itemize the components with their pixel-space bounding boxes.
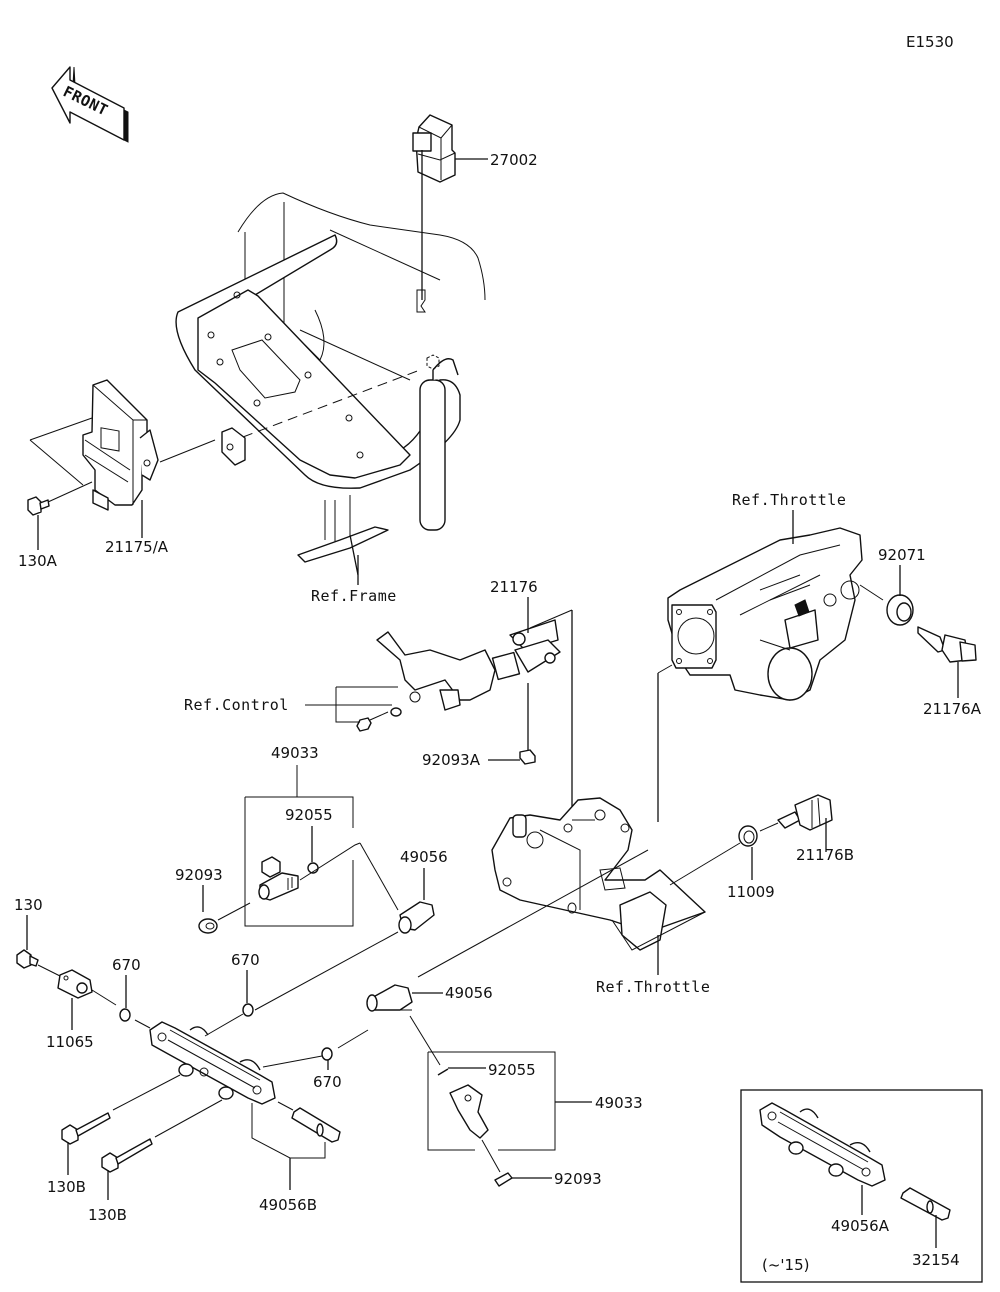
front-arrow-icon: FRONT [51, 66, 129, 143]
pipe-49056b [291, 1107, 341, 1143]
label-92055-lower: 92055 [488, 1061, 536, 1079]
label-49056a: 49056A [831, 1217, 890, 1235]
leader-ref-control [305, 686, 398, 723]
connector-27002 [412, 114, 488, 313]
intake-manifold [491, 797, 706, 951]
label-130a: 130A [18, 552, 58, 570]
label-92055-top: 92055 [285, 806, 333, 824]
label-670-a: 670 [112, 956, 141, 974]
label-32154: 32154 [912, 1251, 960, 1269]
seal-92093-lower [494, 1172, 513, 1187]
bolt-130b-2 [101, 1138, 153, 1173]
joint-49056-lower [366, 984, 413, 1012]
label-49056-lower: 49056 [445, 984, 493, 1002]
sensor-21176 [491, 609, 573, 681]
washer-11009 [738, 825, 758, 847]
label-21176b: 21176B [796, 846, 854, 864]
label-11065: 11065 [46, 1033, 94, 1051]
label-92093-top: 92093 [175, 866, 223, 884]
label-49056b: 49056B [259, 1196, 317, 1214]
label-92093a: 92093A [422, 751, 481, 769]
sensor-21176a [917, 626, 977, 663]
grommet-92071 [859, 584, 914, 626]
oring-670-a [119, 1008, 131, 1022]
joint-49056-top [398, 901, 435, 934]
bracket-49033-lower [427, 1051, 556, 1151]
label-11009: 11009 [727, 883, 775, 901]
injector-49033-lower [449, 1084, 489, 1139]
control-bracket [356, 631, 496, 732]
fuel-rail-49056b [149, 1021, 276, 1105]
cap-92093a [519, 749, 536, 765]
sensor-21176b [777, 794, 833, 831]
bolt-130 [16, 949, 39, 969]
label-670-c: 670 [313, 1073, 342, 1091]
label-130: 130 [14, 896, 43, 914]
label-49056-top: 49056 [400, 848, 448, 866]
bolt-130a [27, 496, 50, 516]
label-21176: 21176 [490, 578, 538, 596]
diagram-code: E1530 [906, 33, 954, 51]
label-92071: 92071 [878, 546, 926, 564]
clamp-11065 [57, 969, 93, 999]
label-670-b: 670 [231, 951, 260, 969]
label-ref-throttle-bottom: Ref.Throttle [596, 978, 710, 996]
label-21176a: 21176A [923, 700, 982, 718]
label-92093-lower: 92093 [554, 1170, 602, 1188]
label-ref-control: Ref.Control [184, 696, 289, 714]
oring-670-b [242, 1003, 254, 1017]
label-27002: 27002 [490, 151, 538, 169]
oring-670-c [321, 1047, 333, 1061]
label-ref-throttle-top: Ref.Throttle [732, 491, 846, 509]
label-130b-1: 130B [47, 1178, 86, 1196]
pipe-32154 [900, 1187, 951, 1221]
label-49033-top: 49033 [271, 744, 319, 762]
inset-box: 49056A 32154 (~'15) [740, 1089, 983, 1283]
label-21175a: 21175/A [105, 538, 169, 556]
label-49033-lower: 49033 [595, 1094, 643, 1112]
label-130b-2: 130B [88, 1206, 127, 1224]
bracket-49033-top [244, 765, 354, 927]
seal-92093 [198, 918, 218, 934]
injector-49033 [258, 856, 299, 901]
bolt-130b-1 [61, 1112, 111, 1145]
oring-92055-lower [437, 1068, 449, 1076]
frame-assembly [175, 192, 486, 576]
leader-injector-line [299, 842, 361, 881]
ecu-21175 [29, 379, 216, 511]
label-ref-frame: Ref.Frame [311, 587, 397, 605]
throttle-body [667, 527, 863, 701]
fuel-rail-49056a [759, 1102, 886, 1187]
inset-note: (~'15) [762, 1256, 809, 1274]
